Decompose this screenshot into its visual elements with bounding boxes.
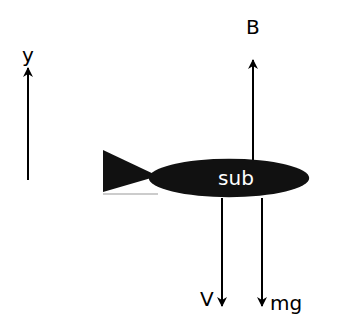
force-label: mg: [270, 292, 302, 314]
drag-arrow: [221, 198, 223, 306]
force-label: V: [200, 288, 214, 310]
node-text: sub: [218, 167, 254, 189]
axis-label: y: [22, 44, 34, 66]
weight-arrow: [261, 198, 263, 306]
buoyancy-arrow: [252, 60, 254, 160]
tail-edge: [103, 194, 158, 195]
submarine-body: sub: [148, 158, 310, 198]
force-label: B: [246, 16, 260, 38]
axis-arrow: [27, 68, 29, 180]
sub-tail: [103, 150, 158, 192]
